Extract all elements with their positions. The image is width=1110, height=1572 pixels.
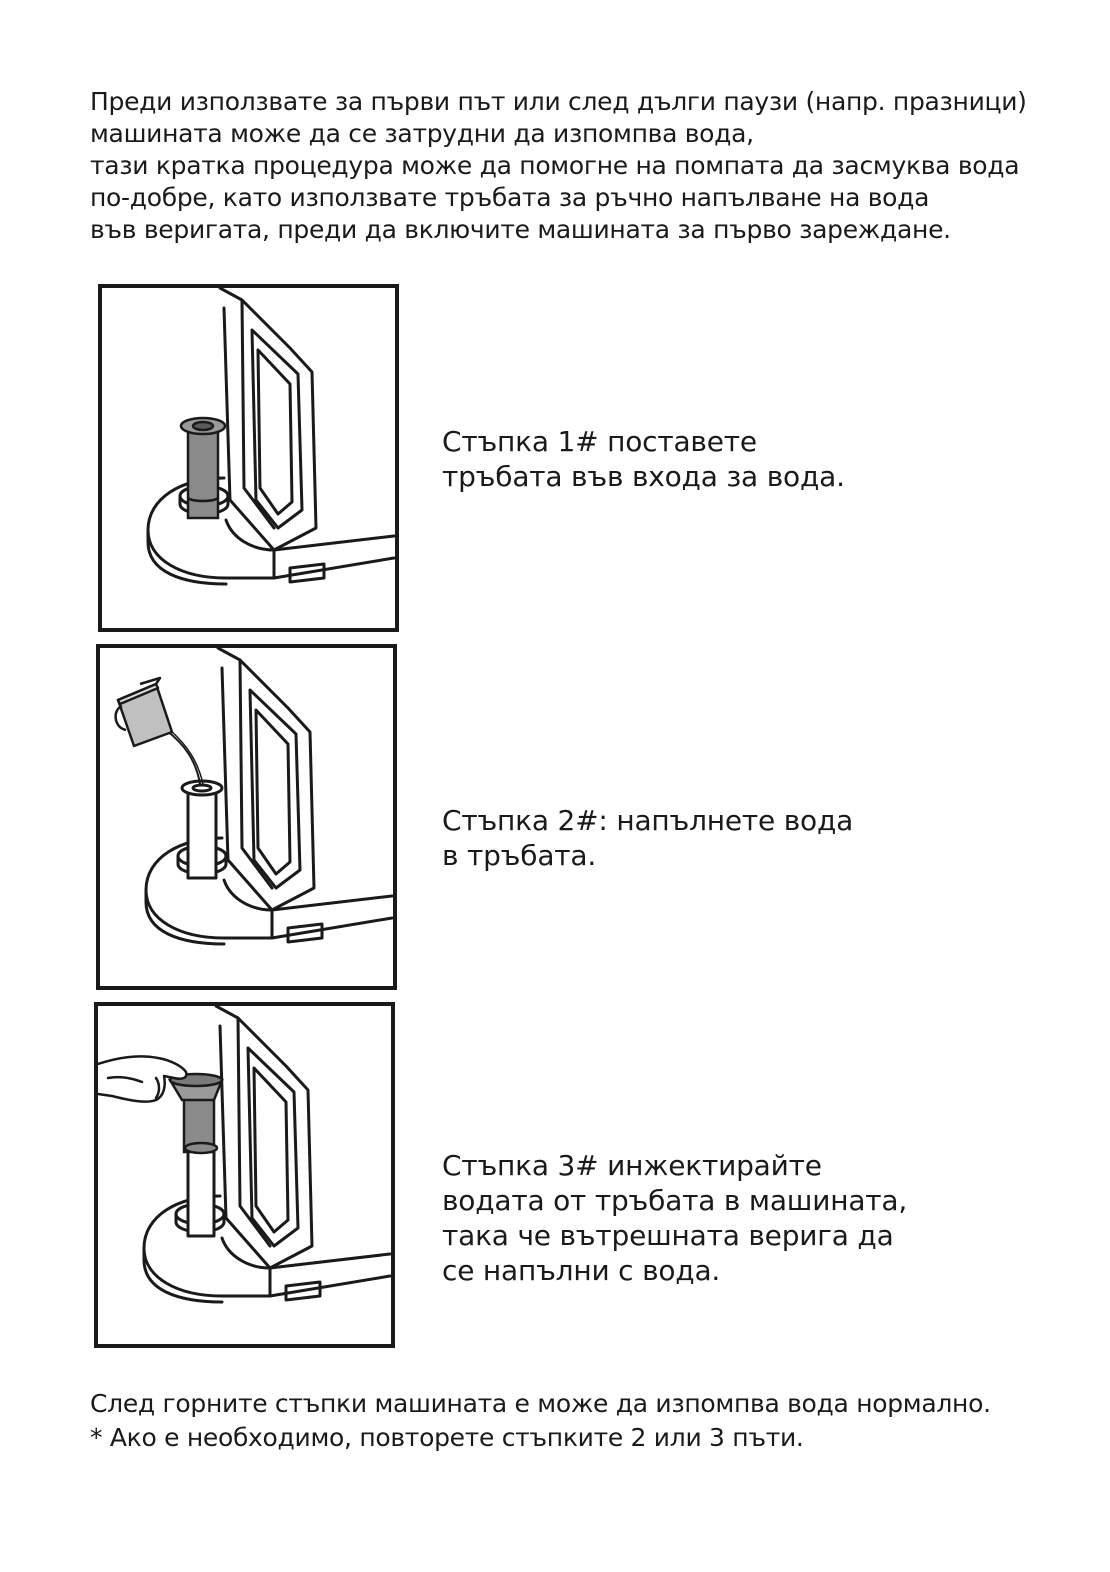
step-line: водата от тръбата в машината, xyxy=(442,1184,908,1217)
intro-line: Преди използвате за първи път или след д… xyxy=(90,87,1027,116)
step-2-text: Стъпка 2#: напълнете вода в тръбата. xyxy=(442,803,1062,873)
outro-line: След горните стъпки машината е може да и… xyxy=(90,1389,991,1418)
injecting-water-drawing xyxy=(98,1006,391,1304)
step-line: тръбата във входа за вода. xyxy=(442,460,845,493)
intro-line: машината може да се затрудни да изпомпва… xyxy=(90,119,754,148)
step-3-text: Стъпка 3# инжектирайте водата от тръбата… xyxy=(442,1148,1062,1288)
step-2-illustration xyxy=(96,644,397,990)
outro-note: * Ако е необходимо, повторете стъпките 2… xyxy=(90,1423,804,1452)
intro-line: тази кратка процедура може да помогне на… xyxy=(90,151,1020,180)
step-3-illustration xyxy=(94,1002,395,1348)
step-line: Стъпка 1# поставете xyxy=(442,425,757,458)
step-1-text: Стъпка 1# поставете тръбата във входа за… xyxy=(442,424,1062,494)
pouring-water-drawing xyxy=(114,648,393,946)
intro-line: по-добре, като използвате тръбата за ръч… xyxy=(90,183,930,212)
step-line: Стъпка 3# инжектирайте xyxy=(442,1149,822,1182)
outro-paragraph: След горните стъпки машината е може да и… xyxy=(90,1387,1090,1455)
step-1-illustration xyxy=(98,284,399,632)
step-line: така че вътрешната верига да xyxy=(442,1219,894,1252)
step-line: Стъпка 2#: напълнете вода xyxy=(442,804,854,837)
intro-paragraph: Преди използвате за първи път или след д… xyxy=(90,86,1090,246)
machine-with-tube-drawing xyxy=(146,288,395,586)
intro-line: във веригата, преди да включите машината… xyxy=(90,215,951,244)
step-line: се напълни с вода. xyxy=(442,1254,721,1287)
step-line: в тръбата. xyxy=(442,839,597,872)
